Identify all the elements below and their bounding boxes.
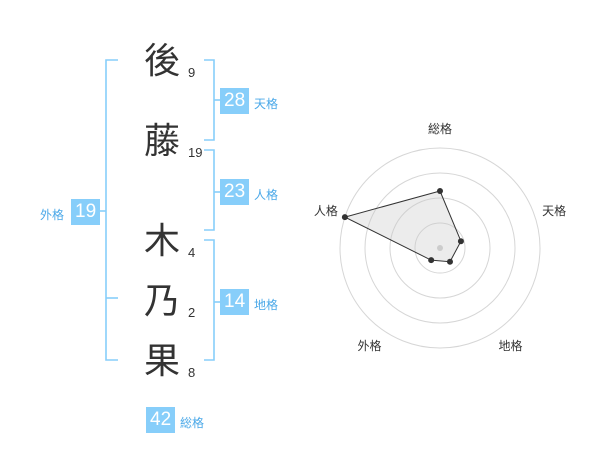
stroke-count-4: 2 [188, 305, 196, 320]
chikaku-score-badge: 14 [220, 289, 250, 315]
gaikaku-score-badge: 19 [71, 199, 101, 225]
radar-point-3 [446, 258, 453, 265]
chikaku-label: 地格 [254, 298, 279, 312]
soukaku-score-badge: 42 [146, 407, 176, 433]
radar-axis-label-5: 人格 [313, 204, 338, 219]
radar-point-1 [437, 188, 443, 194]
stroke-count-2: 19 [188, 145, 203, 160]
tenkaku-label: 天格 [254, 97, 279, 111]
name-char-5: 果 [143, 341, 180, 382]
radar-point-4 [428, 257, 435, 264]
name-char-1: 後 [143, 41, 180, 82]
tenkaku-score-badge: 28 [220, 88, 250, 114]
radar-point-2 [457, 238, 464, 245]
radar-polygon [343, 190, 462, 263]
radar-axis-label-1: 総格 [428, 121, 453, 136]
name-char-2: 藤 [143, 121, 180, 162]
stroke-count-3: 4 [188, 245, 196, 260]
radar-ring-1 [414, 222, 466, 274]
gaikaku-label: 外格 [40, 208, 65, 222]
soukaku-label: 総格 [180, 416, 205, 430]
radar-ring-4 [339, 147, 541, 349]
radar-axis-label-3: 地格 [498, 338, 523, 353]
radar-point-5 [341, 214, 348, 221]
stroke-count-5: 8 [188, 365, 196, 380]
radar-axis-label-4: 外格 [357, 338, 382, 353]
radar-center-dot [437, 245, 443, 251]
jinkaku-score-badge: 23 [220, 179, 250, 205]
radar-axis-label-2: 天格 [542, 204, 567, 219]
name-char-3: 木 [143, 221, 180, 262]
stroke-count-1: 9 [188, 65, 196, 80]
jinkaku-label: 人格 [254, 188, 279, 202]
radar-ring-3 [364, 172, 516, 324]
radar-ring-2 [389, 197, 491, 299]
name-char-4: 乃 [143, 281, 180, 322]
